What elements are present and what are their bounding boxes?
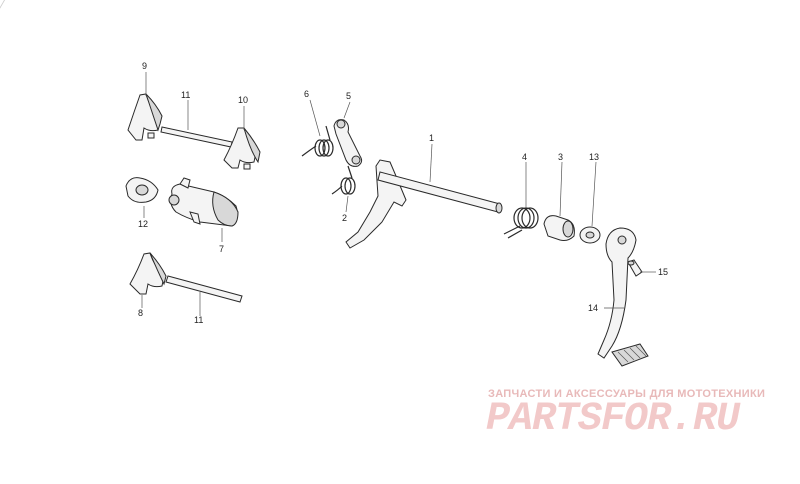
- part-14-shift-pedal[interactable]: [597, 227, 649, 367]
- part-1-shift-shaft[interactable]: [345, 159, 503, 249]
- watermark-tagline: ЗАПЧАСТИ И АКСЕССУАРЫ ДЛЯ МОТОТЕХНИКИ: [488, 388, 766, 400]
- part-2-spring[interactable]: [331, 165, 356, 195]
- callout-5: 5: [346, 91, 351, 101]
- part-6-return-spring[interactable]: [301, 125, 334, 157]
- callout-13: 13: [589, 152, 599, 162]
- part-15-bolt[interactable]: [627, 259, 643, 277]
- callout-8: 8: [138, 308, 143, 318]
- callout-1: 1: [429, 133, 434, 143]
- callout-11-upper: 11: [181, 90, 190, 100]
- callout-15: 15: [658, 267, 668, 277]
- part-5-shift-lever[interactable]: [333, 119, 363, 167]
- part-13-washer[interactable]: [579, 226, 601, 244]
- part-11-fork-rod-upper[interactable]: [160, 126, 233, 148]
- leader-lines: [141, 72, 656, 316]
- part-12-stopper-plate[interactable]: [125, 177, 159, 203]
- callout-6: 6: [304, 89, 309, 99]
- callout-10: 10: [238, 95, 248, 105]
- part-11-fork-rod-lower[interactable]: [165, 275, 243, 303]
- part-10-shift-fork[interactable]: [223, 127, 261, 170]
- watermark-logo: PARTSFOR.RU: [486, 397, 740, 442]
- callout-7: 7: [219, 244, 224, 254]
- callout-2: 2: [342, 213, 347, 223]
- part-8-shift-fork[interactable]: [129, 252, 167, 295]
- callout-4: 4: [522, 152, 527, 162]
- callout-labels: 9 11 10 12 7 8 11 6 5 2 1 4 3 13 14 15: [138, 61, 668, 325]
- callout-11-lower: 11: [194, 315, 203, 325]
- part-4-torsion-spring[interactable]: [503, 207, 539, 239]
- callout-12: 12: [138, 219, 148, 229]
- callout-14: 14: [588, 303, 598, 313]
- callout-9: 9: [142, 61, 147, 71]
- part-7-shift-drum[interactable]: [168, 177, 239, 227]
- part-9-shift-fork[interactable]: [127, 93, 163, 141]
- part-3-bushing[interactable]: [543, 215, 575, 241]
- callout-3: 3: [558, 152, 563, 162]
